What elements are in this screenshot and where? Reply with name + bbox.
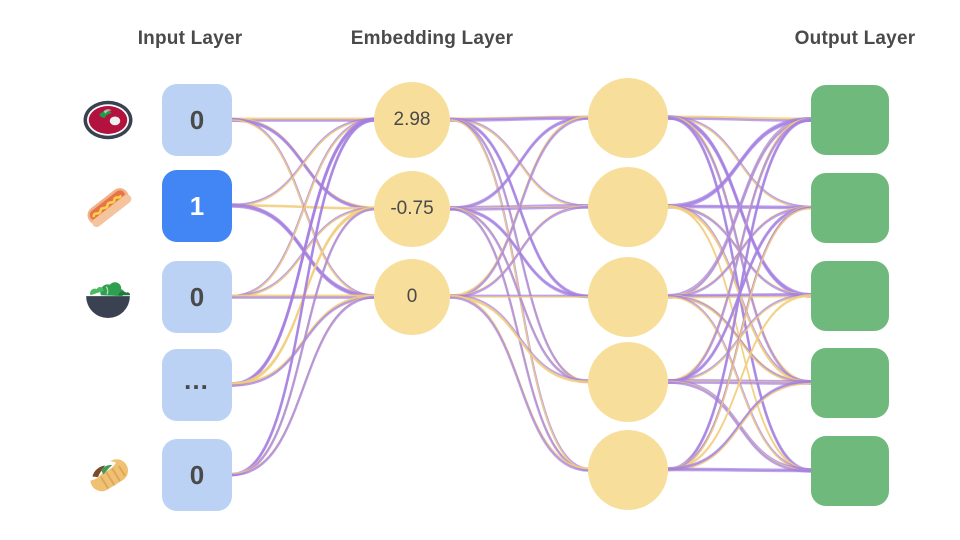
output-node-0[interactable] [811, 85, 889, 155]
edge [667, 468, 812, 473]
edge [231, 119, 377, 211]
edge [231, 207, 377, 477]
edge [667, 382, 812, 472]
edge [667, 119, 812, 299]
hidden-node-4[interactable] [588, 430, 668, 510]
output-layer-title: Output Layer [794, 28, 916, 49]
edge [667, 115, 812, 119]
edge [231, 118, 377, 477]
input-node-1[interactable]: 1 [162, 170, 232, 242]
edge [449, 205, 590, 299]
embedding-node-0[interactable]: 2.98 [374, 82, 450, 158]
output-node-4[interactable] [811, 436, 889, 506]
output-node-2[interactable] [811, 261, 889, 331]
hidden-node-3[interactable] [588, 342, 668, 422]
input-layer-title: Input Layer [137, 28, 243, 49]
bowl-of-borscht-icon [80, 92, 136, 148]
edge [449, 116, 590, 211]
input-node-4[interactable]: 0 [162, 439, 232, 511]
edge [449, 117, 590, 299]
input-node-ellipsis[interactable]: … [162, 349, 232, 421]
edge [667, 118, 812, 472]
input-node-0[interactable]: 0 [162, 84, 232, 156]
embedding-node-1[interactable]: -0.75 [374, 171, 450, 247]
burrito-icon [80, 447, 136, 503]
edge [449, 296, 590, 472]
hidden-node-2[interactable] [588, 257, 668, 337]
input-node-2[interactable]: 0 [162, 261, 232, 333]
edge [667, 207, 812, 472]
edge [667, 295, 812, 471]
edge [449, 296, 590, 384]
edge [231, 295, 377, 477]
edge [231, 119, 377, 387]
output-node-1[interactable] [811, 173, 889, 243]
edge [667, 119, 812, 384]
edge [449, 117, 590, 122]
embedding-layer-title: Embedding Layer [350, 28, 514, 49]
output-node-3[interactable] [811, 348, 889, 418]
hidden-node-1[interactable] [588, 167, 668, 247]
edge [667, 119, 812, 209]
edge [231, 119, 377, 298]
hidden-node-0[interactable] [588, 78, 668, 158]
green-salad-icon [80, 269, 136, 325]
embedding-node-2[interactable]: 0 [374, 259, 450, 335]
hot-dog-icon [80, 178, 136, 234]
edge [231, 119, 377, 207]
